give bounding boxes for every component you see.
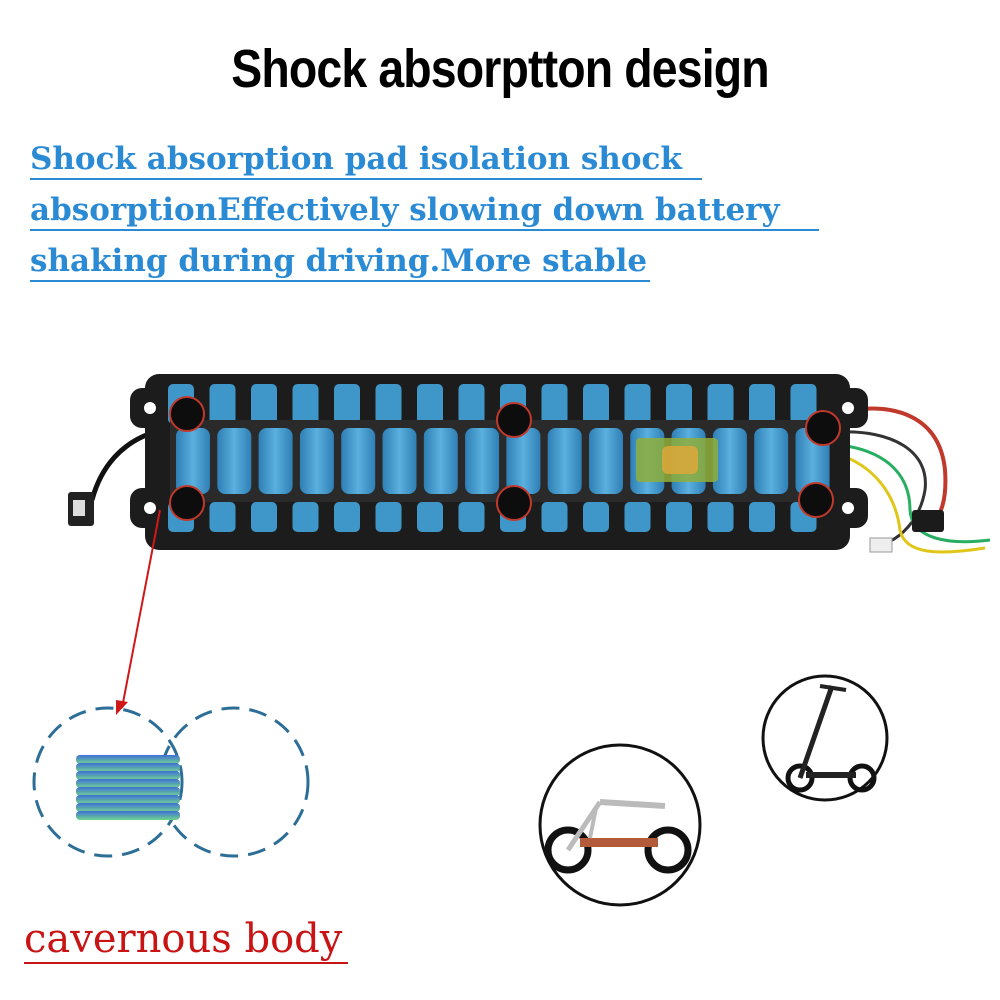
description-line-2: absorptionEffectively slowing down batte… — [30, 191, 819, 231]
caption-cavernous-body: cavernous body — [24, 916, 349, 964]
red-arrow-icon — [116, 509, 161, 715]
shock-pad-icon — [32, 706, 310, 858]
folded-scooter-icon — [538, 743, 702, 907]
standing-scooter-icon — [761, 674, 889, 802]
page-title: Shock absorptton design — [231, 39, 769, 99]
description-line-1: Shock absorption pad isolation shock — [30, 140, 702, 180]
description-line-3: shaking during driving.More stable — [30, 242, 650, 282]
battery-pack-image — [68, 374, 991, 554]
